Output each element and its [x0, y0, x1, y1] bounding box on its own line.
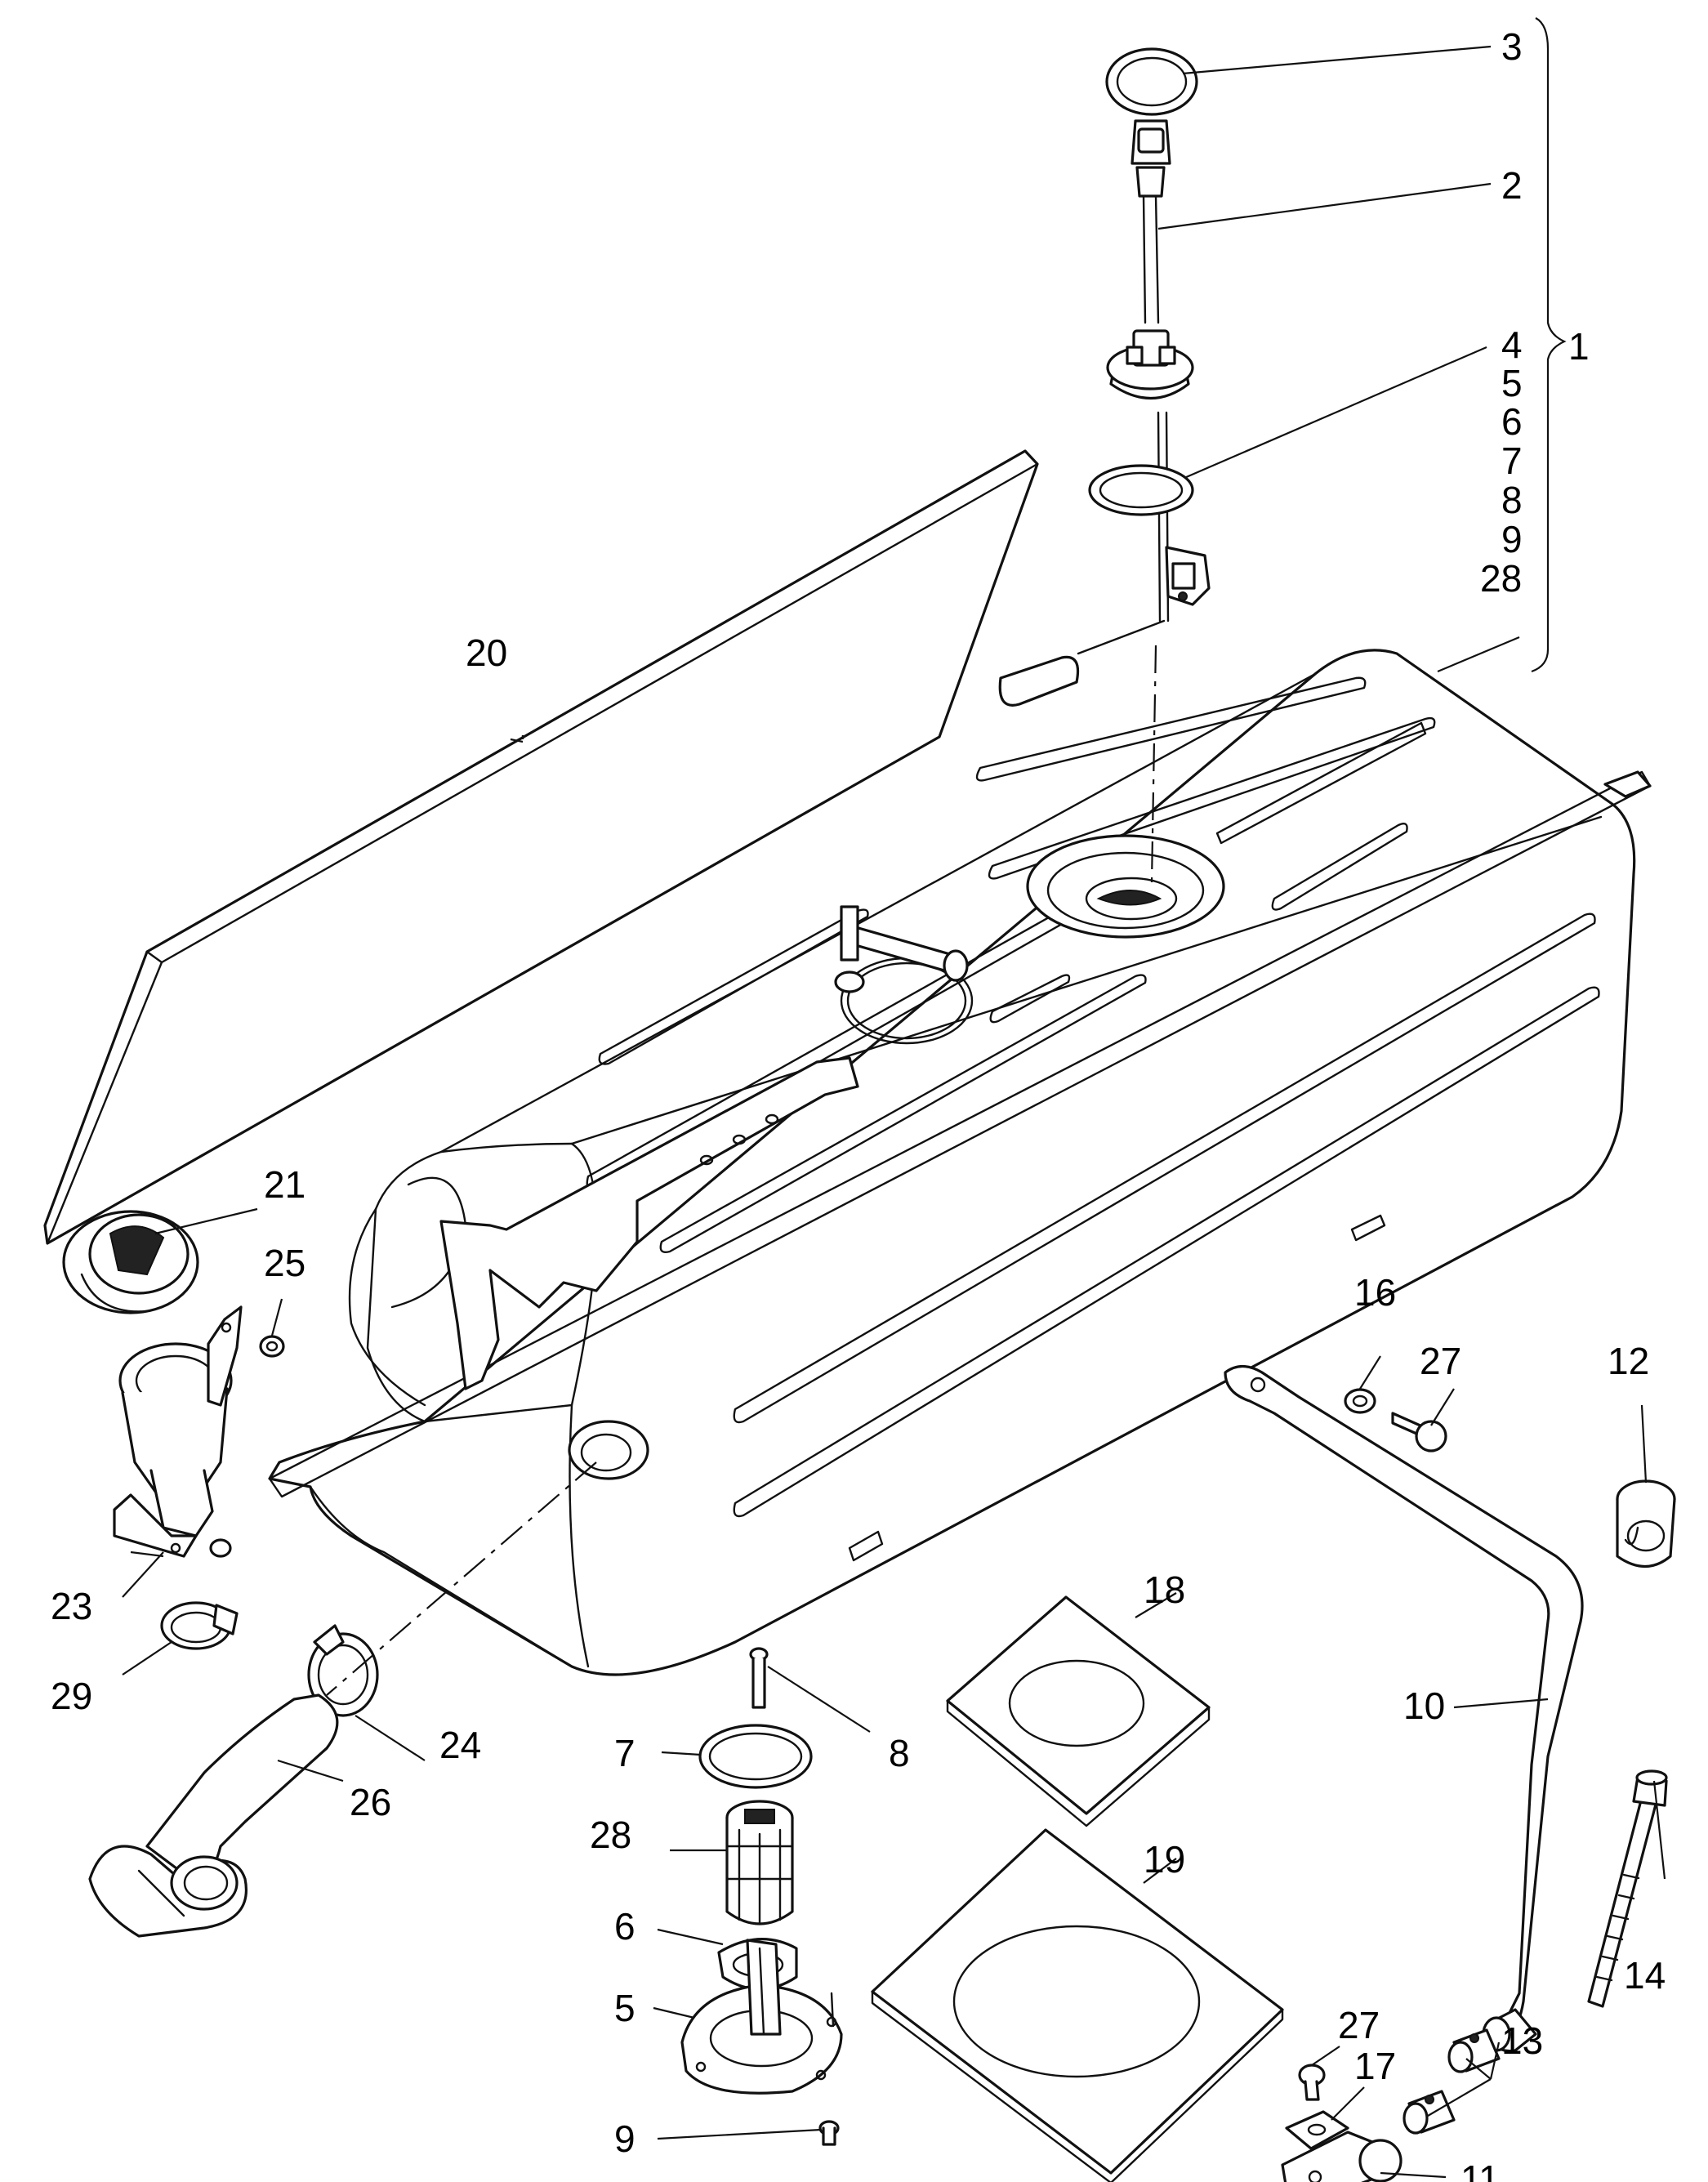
callout-3: 3 [1501, 25, 1523, 68]
screw-27-lower [1298, 2064, 1326, 2101]
callout-19: 19 [1144, 1838, 1185, 1881]
callout-1: 1 [1568, 325, 1590, 368]
fuel-cap-21 [62, 1210, 199, 1314]
callout-8: 8 [889, 1732, 910, 1774]
pin-13-upper [1447, 2028, 1501, 2073]
nut-25 [259, 1335, 285, 1358]
callout-8-group: 8 [1501, 479, 1523, 521]
callout-10: 10 [1403, 1684, 1445, 1727]
callout-17: 17 [1354, 2045, 1396, 2087]
bolt-27-upper [1391, 1412, 1447, 1452]
callout-27: 27 [1420, 1340, 1461, 1382]
callout-24: 24 [439, 1724, 481, 1766]
callout-9: 9 [614, 2117, 635, 2160]
callout-5: 5 [614, 1987, 635, 2029]
callout-20: 20 [466, 631, 507, 674]
callout-11: 11 [1460, 2157, 1500, 2182]
screw-9 [818, 2120, 840, 2146]
group-brace [1531, 17, 1567, 673]
callout-12: 12 [1608, 1340, 1649, 1382]
callout-28: 28 [590, 1814, 631, 1856]
assembly-line-sender [1150, 645, 1157, 883]
callout-13: 13 [1501, 2019, 1543, 2062]
pin-13-lower [1403, 2090, 1456, 2135]
filler-hose-26 [88, 1693, 339, 1938]
fuel-tank [268, 649, 1652, 1676]
pad-19 [871, 1828, 1284, 2182]
hose-clamp-24 [307, 1624, 379, 1717]
pickup-flange-5 [680, 1939, 843, 2095]
callout-23: 23 [51, 1585, 92, 1627]
screw-8 [749, 1647, 769, 1709]
washer-17 [1285, 2110, 1349, 2150]
callout-16: 16 [1354, 1271, 1396, 1314]
callout-7: 7 [614, 1732, 635, 1774]
pad-18 [946, 1595, 1211, 1827]
wiring-harness-2 [1130, 119, 1171, 324]
bushing-16 [1344, 1388, 1376, 1414]
insulation-panel-20 [43, 449, 1039, 1245]
callout-29: 29 [51, 1675, 92, 1717]
callout-25: 25 [264, 1242, 305, 1284]
hose-clamp-29 [160, 1601, 239, 1650]
lock-ring-3 [1105, 47, 1198, 116]
assembly-line-hose [326, 1461, 597, 1696]
callout-18: 18 [1144, 1568, 1185, 1611]
callout-21: 21 [264, 1163, 305, 1206]
fuel-sender-unit [998, 329, 1211, 707]
callout-26: 26 [350, 1781, 391, 1823]
callout-6: 6 [614, 1905, 635, 1948]
filter-28 [725, 1800, 794, 1925]
callout-7-group: 7 [1501, 440, 1523, 482]
callout-4: 4 [1501, 324, 1523, 366]
callout-28-group: 28 [1480, 557, 1522, 600]
sleeve-12 [1616, 1479, 1676, 1568]
callout-6-group: 6 [1501, 400, 1523, 443]
leader-lines [122, 45, 1666, 2179]
o-ring-7 [698, 1724, 813, 1789]
filler-neck-23 [113, 1305, 243, 1558]
callout-9-group: 9 [1501, 518, 1523, 560]
callout-5-group: 5 [1501, 362, 1523, 404]
callout-2: 2 [1501, 164, 1523, 207]
callout-14: 14 [1624, 1954, 1666, 1997]
long-bolt-14 [1587, 1769, 1668, 2008]
callout-labels: 3 2 4 5 6 7 8 9 28 1 20 21 25 23 29 24 2… [51, 25, 1666, 2182]
callout-27-lower: 27 [1338, 2004, 1380, 2046]
o-ring-4 [1088, 464, 1194, 516]
